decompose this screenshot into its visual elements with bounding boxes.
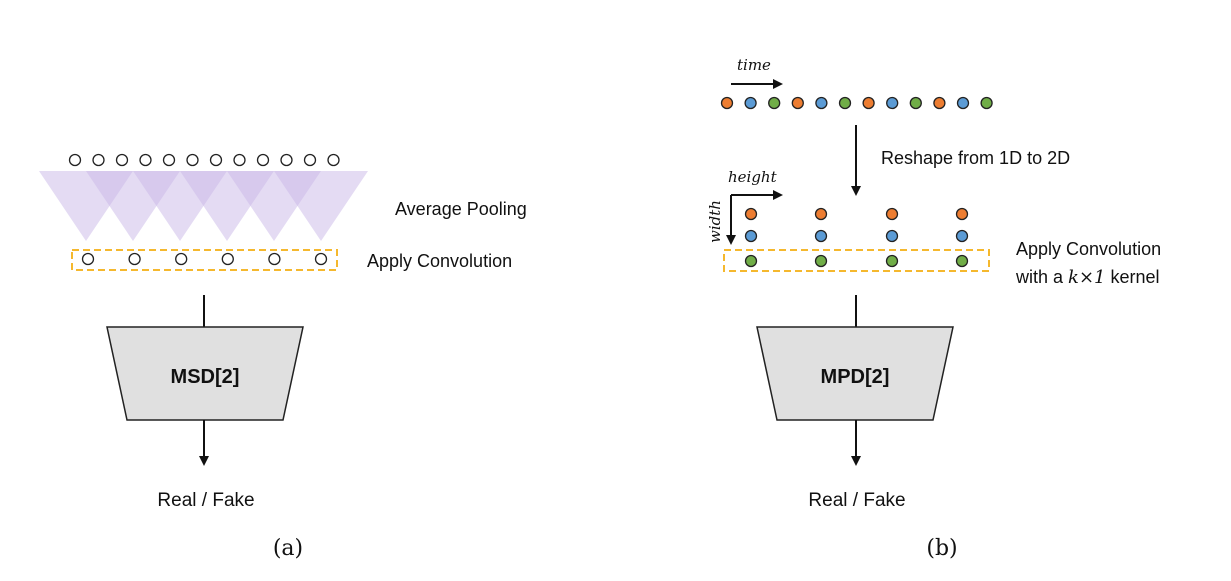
output-label-a: Real / Fake: [157, 490, 254, 511]
input-sample-circle: [256, 153, 270, 167]
grid-sample-circle: [814, 254, 828, 268]
average-pooling-label: Average Pooling: [395, 199, 527, 219]
width-label: width: [706, 200, 724, 243]
sequence-sample-circle: [744, 96, 757, 110]
grid-sample-circle: [814, 207, 828, 221]
output-label-b: Real / Fake: [808, 490, 905, 511]
pooled-samples-a: [81, 252, 328, 266]
input-sample-circle: [280, 153, 293, 167]
input-sample-circle: [186, 153, 199, 167]
sequence-sample-circle: [862, 96, 875, 110]
grid-sample-circle: [744, 254, 758, 268]
apply-convolution-label-a: Apply Convolution: [367, 251, 512, 271]
conv-window-b: [723, 249, 990, 272]
sequence-sample-circle: [815, 96, 828, 110]
input-sample-circle: [162, 153, 176, 167]
pooled-sample-circle: [221, 252, 234, 266]
msd-block: [106, 326, 304, 421]
pooled-sample-circle: [81, 252, 95, 266]
pooled-sample-circle: [268, 252, 281, 266]
height-label: height: [728, 168, 778, 186]
panel-b: time Reshape from 1D to 2D height width …: [706, 56, 1161, 561]
sequence-sample-circle: [791, 96, 804, 110]
grid-sample-circle: [885, 229, 899, 243]
grid-sample-circle: [885, 207, 899, 221]
sequence-sample-circle: [933, 96, 946, 110]
input-sample-circle: [233, 153, 246, 167]
grid-sample-circle: [955, 207, 969, 221]
input-sample-circle: [115, 153, 129, 167]
input-sample-circle: [209, 153, 223, 167]
input-sample-circle: [303, 153, 317, 167]
caption-b: (b): [926, 536, 957, 561]
input-sample-circle: [139, 153, 152, 167]
sequence-sample-circle: [909, 96, 922, 110]
pooling-window: [274, 171, 368, 241]
panel-a: Average Pooling Apply Convolution MSD[2]…: [39, 153, 527, 561]
sequence-sample-circle: [838, 96, 852, 110]
grid-sample-circle: [955, 254, 969, 268]
grid-sample-circle: [744, 229, 758, 243]
average-pooling-windows: [39, 171, 368, 241]
grid-sample-circle: [744, 207, 758, 221]
sequence-sample-circle: [720, 96, 734, 110]
caption-a: (a): [273, 536, 303, 561]
sequence-sample-circle: [768, 96, 781, 110]
input-sample-circle: [92, 153, 105, 167]
time-label: time: [737, 56, 771, 74]
grid-sample-circle: [885, 254, 899, 268]
reshaped-2d-samples: [744, 207, 969, 268]
reshape-label: Reshape from 1D to 2D: [881, 148, 1070, 168]
mpd-block: [756, 326, 954, 421]
apply-convolution-label-b: Apply Convolution: [1016, 239, 1161, 259]
mpd-block-label: MPD[2]: [821, 366, 890, 388]
pooled-sample-circle: [314, 252, 328, 266]
pooled-sample-circle: [175, 252, 188, 266]
grid-sample-circle: [955, 229, 969, 243]
time-sequence-samples: [720, 96, 993, 110]
sequence-sample-circle: [956, 96, 970, 110]
grid-sample-circle: [814, 229, 828, 243]
msd-block-label: MSD[2]: [171, 366, 240, 388]
pooled-sample-circle: [128, 252, 141, 266]
conv-window-a: [71, 249, 338, 271]
input-sample-circle: [327, 153, 340, 167]
input-samples-a: [68, 153, 340, 167]
sequence-sample-circle: [886, 96, 899, 110]
input-sample-circle: [68, 153, 82, 167]
kernel-label-b: with a k×1 kernel: [1015, 267, 1160, 288]
sequence-sample-circle: [980, 96, 993, 110]
